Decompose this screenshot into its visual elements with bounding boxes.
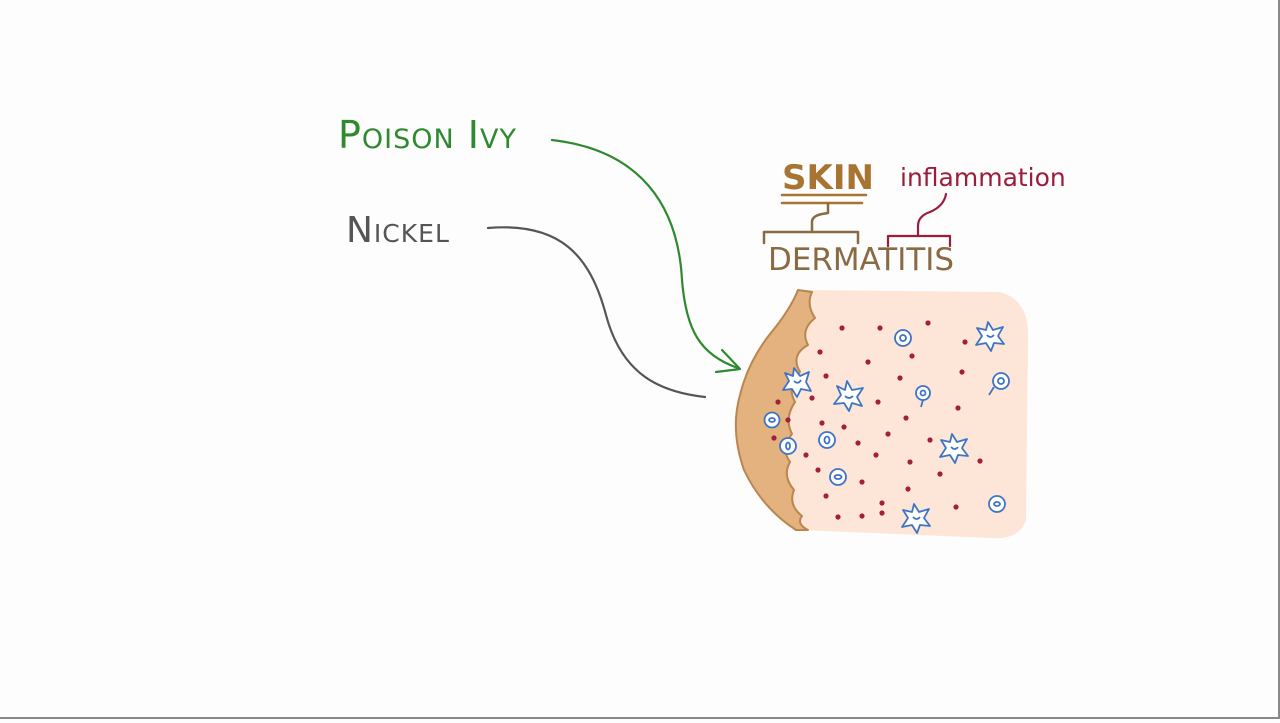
- dot: [817, 349, 823, 355]
- dot: [955, 405, 961, 411]
- dot: [839, 325, 845, 331]
- round-cell-icon: [818, 431, 836, 449]
- round-cell-icon: [763, 411, 781, 429]
- immune-cells: [782, 321, 1005, 534]
- dot: [977, 458, 983, 464]
- nickel-curve: [486, 226, 707, 399]
- inflammation-label: inflammation: [900, 163, 1066, 192]
- dot: [859, 513, 865, 519]
- nickel-label: Nickel: [346, 210, 450, 251]
- dot: [771, 435, 777, 441]
- dot: [815, 467, 821, 473]
- round-cell-icon: [829, 468, 847, 486]
- dot: [859, 479, 865, 485]
- dot: [909, 353, 915, 359]
- dot: [875, 399, 881, 405]
- poison-ivy-arrow: [550, 138, 740, 370]
- frame-edge-bottom: [0, 717, 1280, 719]
- dermatitis-label: Dermatitis: [768, 242, 954, 278]
- dot: [937, 471, 943, 477]
- immune-cell-icon: [833, 380, 864, 412]
- round-cell-icon: [894, 329, 912, 347]
- dot: [803, 452, 809, 458]
- dot: [877, 325, 883, 331]
- dot: [953, 504, 959, 510]
- dot: [879, 500, 885, 506]
- dot: [879, 510, 885, 516]
- dot: [855, 440, 861, 446]
- skin-label: Skin: [782, 158, 874, 198]
- round-cell-icon: [915, 385, 931, 408]
- round-cell-icon: [779, 437, 797, 455]
- dot: [865, 359, 871, 365]
- immune-cell-icon: [939, 433, 969, 464]
- dot: [927, 437, 933, 443]
- dot: [962, 339, 968, 345]
- round-cells: [763, 329, 1010, 513]
- dot: [809, 395, 815, 401]
- round-cell-icon: [988, 495, 1006, 513]
- immune-cell-icon: [782, 367, 812, 398]
- immune-cell-icon: [975, 321, 1005, 352]
- dot: [785, 417, 791, 423]
- poison-ivy-arrowhead: [714, 348, 742, 374]
- dot: [835, 514, 841, 520]
- dot: [823, 373, 829, 379]
- inflammation-dots: [771, 320, 983, 520]
- skin-dermis: [786, 290, 1029, 539]
- dot: [823, 493, 829, 499]
- dot: [959, 369, 965, 375]
- dot: [925, 320, 931, 326]
- dot: [873, 452, 879, 458]
- dot: [819, 420, 825, 426]
- skin-bracket: [762, 202, 860, 245]
- poison-ivy-label: Poison Ivy: [338, 113, 517, 157]
- skin-tissue: [734, 289, 1029, 539]
- immune-cell-icon: [901, 503, 931, 534]
- dot: [897, 375, 903, 381]
- itis-bracket: [886, 192, 952, 248]
- dot: [907, 459, 913, 465]
- skin-epidermis: [734, 289, 816, 531]
- dot: [905, 486, 911, 492]
- round-cell-icon: [988, 372, 1010, 396]
- dot: [775, 399, 781, 405]
- dot: [903, 415, 909, 421]
- dot: [841, 424, 847, 430]
- frame-edge-right: [1278, 0, 1280, 719]
- dot: [885, 431, 891, 437]
